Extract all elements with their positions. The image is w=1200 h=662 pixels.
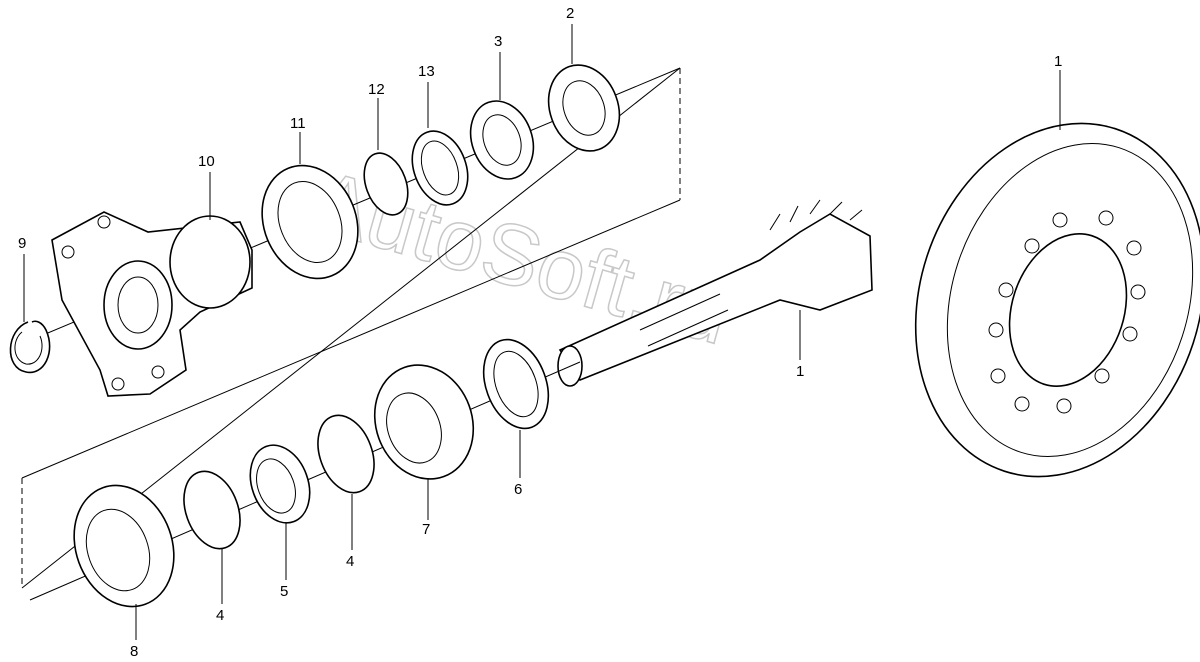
callout-11: 11 (290, 115, 306, 132)
flange-yoke-10 (51, 211, 253, 397)
shim-6 (482, 338, 550, 430)
callout-12: 12 (368, 81, 385, 98)
castle-nut-3 (469, 100, 535, 180)
callout-4-lower: 4 (216, 607, 224, 624)
washer-13 (411, 130, 469, 206)
callout-1-ring-gear: 1 (1054, 53, 1062, 70)
callout-6: 6 (514, 481, 522, 498)
callout-2: 2 (566, 5, 574, 22)
seal-11 (261, 164, 359, 280)
spacer-5 (249, 444, 311, 524)
callout-8: 8 (130, 643, 138, 660)
shim-4-lower (183, 470, 241, 550)
callout-13: 13 (418, 63, 435, 80)
o-ring-12 (363, 152, 409, 216)
bearing-8 (73, 484, 175, 608)
callout-5: 5 (280, 583, 288, 600)
callout-9: 9 (18, 235, 26, 252)
bearing-7 (373, 364, 475, 480)
callout-10: 10 (198, 153, 215, 170)
shim-4-upper (317, 414, 375, 494)
callout-3: 3 (494, 33, 502, 50)
callout-7: 7 (422, 521, 430, 538)
leader-lines (23, 24, 1061, 640)
snap-ring-9 (9, 320, 51, 374)
lock-washer-2 (547, 64, 621, 152)
ring-gear-1 (914, 122, 1200, 478)
callout-4-upper: 4 (346, 553, 354, 570)
callout-1-pinion: 1 (796, 363, 804, 380)
